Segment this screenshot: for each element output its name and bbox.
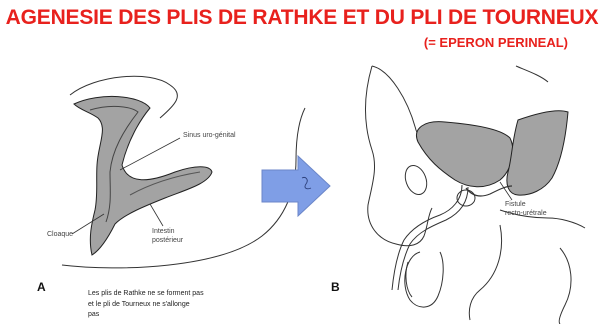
- panel-b-pubic-bone: [401, 162, 430, 197]
- panel-b-buttock: [559, 248, 571, 324]
- label-rectum-line-2: postérieur: [152, 237, 183, 246]
- panel-b-posterior-contour: [516, 66, 548, 82]
- panel-b-urethra-inner: [398, 187, 468, 290]
- label-cloaque: Cloaque: [47, 231, 73, 240]
- panel-b-urethra: [392, 185, 462, 290]
- label-sinus-urogenital: Sinus uro-génital: [183, 132, 236, 141]
- label-rectum: Intestin postérieur: [152, 228, 183, 246]
- caption-line-2: et le pli de Tourneux ne s'allonge: [88, 300, 204, 311]
- label-fistula-line-2: recto-urétrale: [505, 210, 547, 219]
- panel-b-fistula: [466, 186, 512, 196]
- panel-a-caption: Les plis de Rathke ne se forment pas et …: [88, 289, 204, 321]
- label-fistula: Fistule recto-urétrale: [505, 201, 547, 219]
- panel-b-scrotum-inner: [406, 262, 412, 297]
- panel-a-letter: A: [37, 280, 46, 294]
- panel-b-body-outline: [366, 66, 432, 246]
- panel-b-scrotum: [405, 252, 443, 307]
- panel-b-bladder: [417, 122, 513, 187]
- panel-b-thigh: [469, 225, 501, 320]
- panel-a-cloaca: [74, 96, 212, 255]
- label-fistula-line-1: Fistule: [505, 201, 547, 210]
- leader-rectum: [150, 204, 163, 226]
- caption-line-3: pas: [88, 310, 204, 321]
- panel-b-rectum: [507, 111, 568, 195]
- caption-line-1: Les plis de Rathke ne se forment pas: [88, 289, 204, 300]
- label-rectum-line-1: Intestin: [152, 228, 183, 237]
- panel-b-letter: B: [331, 280, 340, 294]
- panel-b-drawing: [366, 66, 585, 324]
